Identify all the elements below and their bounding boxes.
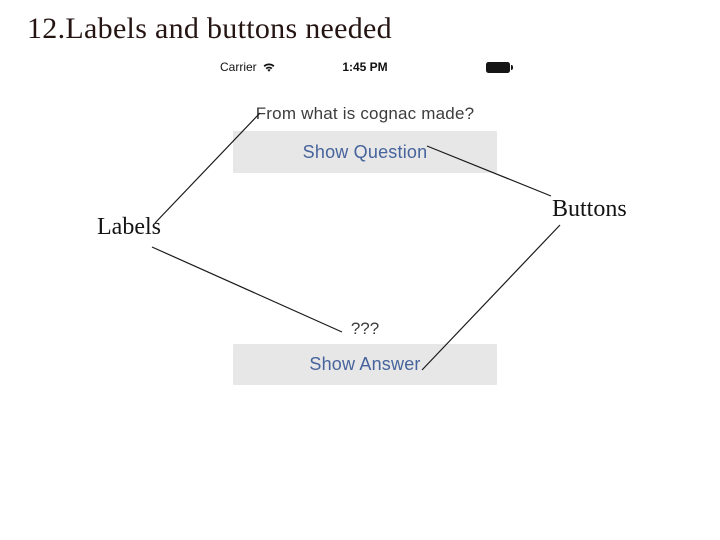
annotation-buttons: Buttons <box>552 196 627 222</box>
carrier-label: Carrier <box>220 60 257 74</box>
annotation-labels: Labels <box>97 214 161 240</box>
status-bar-time: 1:45 PM <box>342 60 388 74</box>
slide-title: 12.Labels and buttons needed <box>27 12 392 45</box>
question-label: From what is cognac made? <box>255 104 475 123</box>
answer-placeholder-label: ??? <box>350 319 380 338</box>
wifi-icon <box>262 62 276 73</box>
status-bar-left: Carrier <box>220 60 276 74</box>
battery-icon <box>486 62 513 73</box>
show-question-button[interactable]: Show Question <box>233 131 497 173</box>
show-answer-button[interactable]: Show Answer <box>233 344 497 385</box>
